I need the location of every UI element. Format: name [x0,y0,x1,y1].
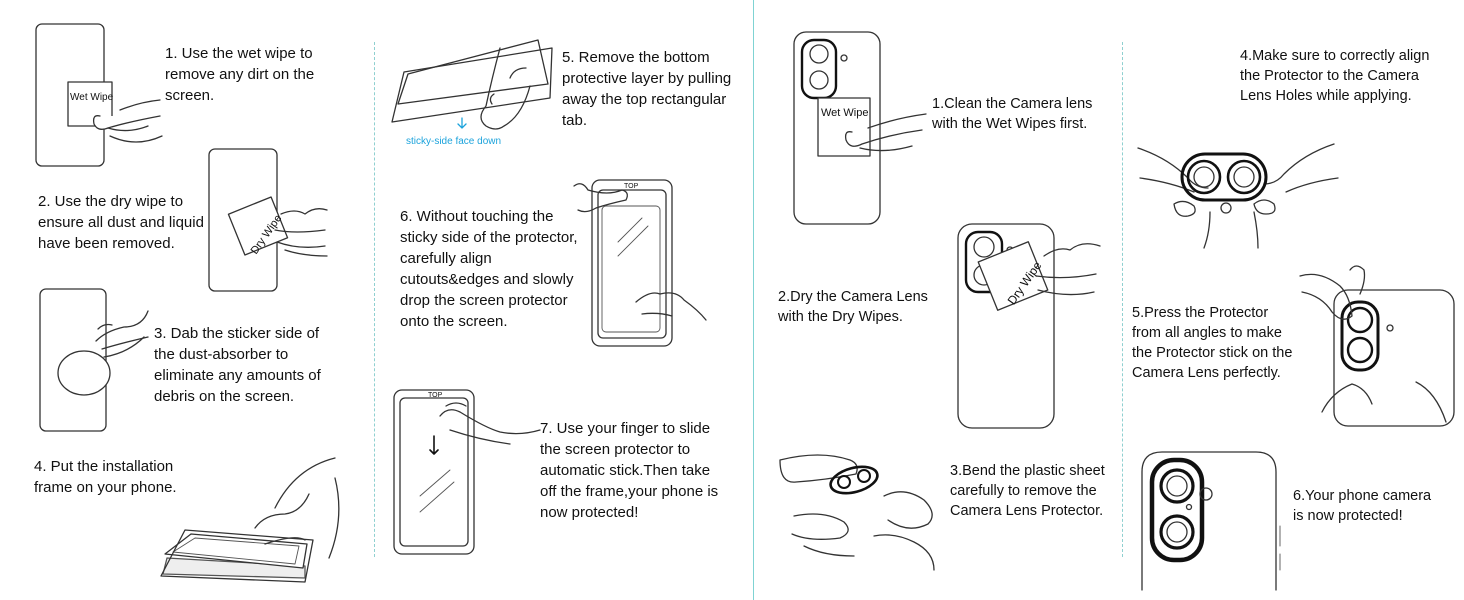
wet-wipe-label: Wet Wipe [70,92,114,103]
r-wet-wipe-label: Wet Wipe [821,107,868,119]
r-step3-bend-sheet-illustration [779,454,935,571]
step6-align-protector-illustration: TOP [573,179,707,347]
r-step5-press-protector-illustration [1299,265,1455,427]
r-step5-text: 5.Press the Protector from all angles to… [1132,305,1293,381]
step2-text: 2. Use the dry wipe to ensure all dust a… [38,193,204,252]
step7-slide-finger-illustration: TOP [393,389,541,555]
r-step2-phone-dry-wipe-illustration: Dry Wipe [957,223,1101,429]
r-step1-text: 1.Clean the Camera lens with the Wet Wip… [932,96,1093,132]
top-label-step6: TOP [624,183,639,190]
r-step3-text: 3.Bend the plastic sheet carefully to re… [950,463,1105,519]
r-step6-protected-phone-illustration [1141,451,1281,591]
screen-protector-guide: Wet Wipe 1. Use the wet wipe to remove a… [34,23,732,583]
step7-text: 7. Use your finger to slide the screen p… [540,420,719,521]
sticky-side-label: sticky-side face down [406,136,501,147]
step4-text: 4. Put the installation frame on your ph… [34,458,177,496]
step3-text: 3. Dab the sticker side of the dust-abso… [154,325,321,405]
left-column-separator [374,42,375,557]
right-column-separator [1122,42,1123,557]
step2-dry-wipe-illustration: Dry Wipe [208,148,328,292]
step1-wet-wipe-illustration: Wet Wipe [35,23,163,167]
r-step4-text: 4.Make sure to correctly align the Prote… [1240,48,1430,104]
step5-remove-layer-illustration: sticky-side face down [391,39,553,147]
r-step2-text: 2.Dry the Camera Lens with the Dry Wipes… [778,289,928,325]
camera-lens-protector-guide: Wet Wipe 1.Clean the Camera lens with th… [756,0,1464,600]
r-step4-align-protector-illustration [1137,143,1339,249]
step4-install-frame-illustration [160,457,340,583]
r-step1-phone-wet-wipe-illustration: Wet Wipe [793,31,927,225]
step3-dust-absorber-illustration [39,288,149,432]
panel-divider [753,0,754,600]
step6-text: 6. Without touching the sticky side of t… [400,208,578,330]
r-step6-text: 6.Your phone camera is now protected! [1293,488,1432,524]
top-label-step7: TOP [428,392,443,399]
step1-text: 1. Use the wet wipe to remove any dirt o… [165,45,315,104]
step5-text: 5. Remove the bottom protective layer by… [562,49,732,129]
